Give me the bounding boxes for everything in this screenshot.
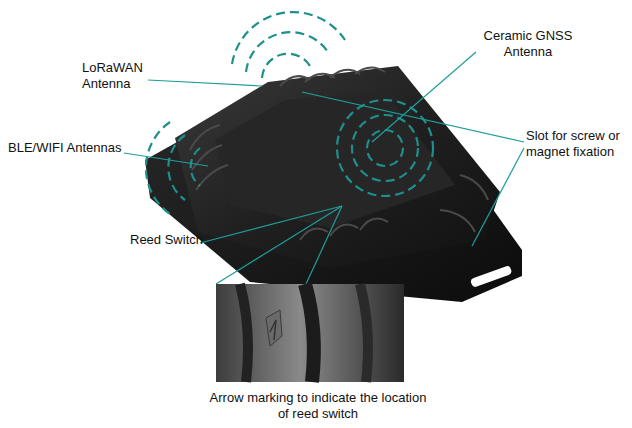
- callout-label: Reed Switch: [130, 232, 210, 248]
- housing-body: [175, 66, 500, 268]
- antenna-waves: [146, 12, 433, 214]
- housing-ribs: [190, 67, 488, 240]
- fixation-slot: [470, 265, 513, 288]
- inset-photo: [216, 284, 404, 382]
- callout-label: Slot for screw or magnet fixation: [526, 128, 628, 160]
- callout-label: Arrow marking to indicate the location o…: [208, 390, 428, 422]
- callout-label: Ceramic GNSS Antenna: [478, 28, 578, 60]
- callout-label: BLE/WIFI Antennas: [8, 140, 128, 156]
- callout-label: LoRaWAN Antenna: [82, 60, 148, 92]
- leader-lines: [124, 52, 524, 284]
